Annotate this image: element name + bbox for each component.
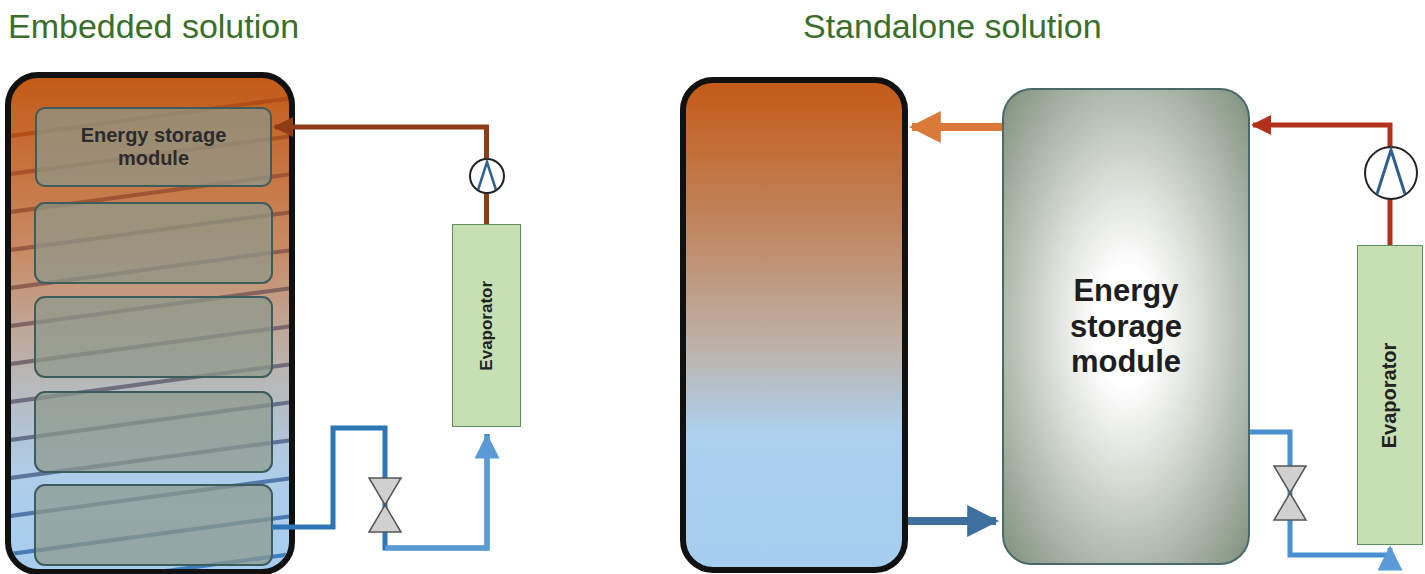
component-label: Evaporator [477,281,497,371]
panel-heading: Standalone solution [803,8,1102,45]
expansion-valve [369,478,401,532]
storage-module: Energy storage module [35,107,272,187]
component-label: Evaporator [1379,342,1402,448]
compressor-symbol [470,159,504,193]
storage-module: Energy storage module [1002,88,1250,565]
evaporator-box: Evaporator [452,224,521,427]
storage-tank [683,80,905,570]
storage-modules [35,203,272,565]
return-pipe [272,428,487,548]
panel-heading: Embedded solution [8,8,299,45]
flow-arrow [908,517,996,525]
module-label: Energy storage module [1041,273,1211,380]
compressor-symbol [1365,147,1417,199]
flow-arrow [912,123,1002,131]
module-label: Energy storage module [54,124,254,170]
evaporator-box: Evaporator [1357,245,1423,545]
expansion-valve [1274,466,1306,520]
storage-tank [8,75,292,572]
heat-exchanger-coil [11,98,289,569]
refrigerant-pipe [275,127,487,224]
